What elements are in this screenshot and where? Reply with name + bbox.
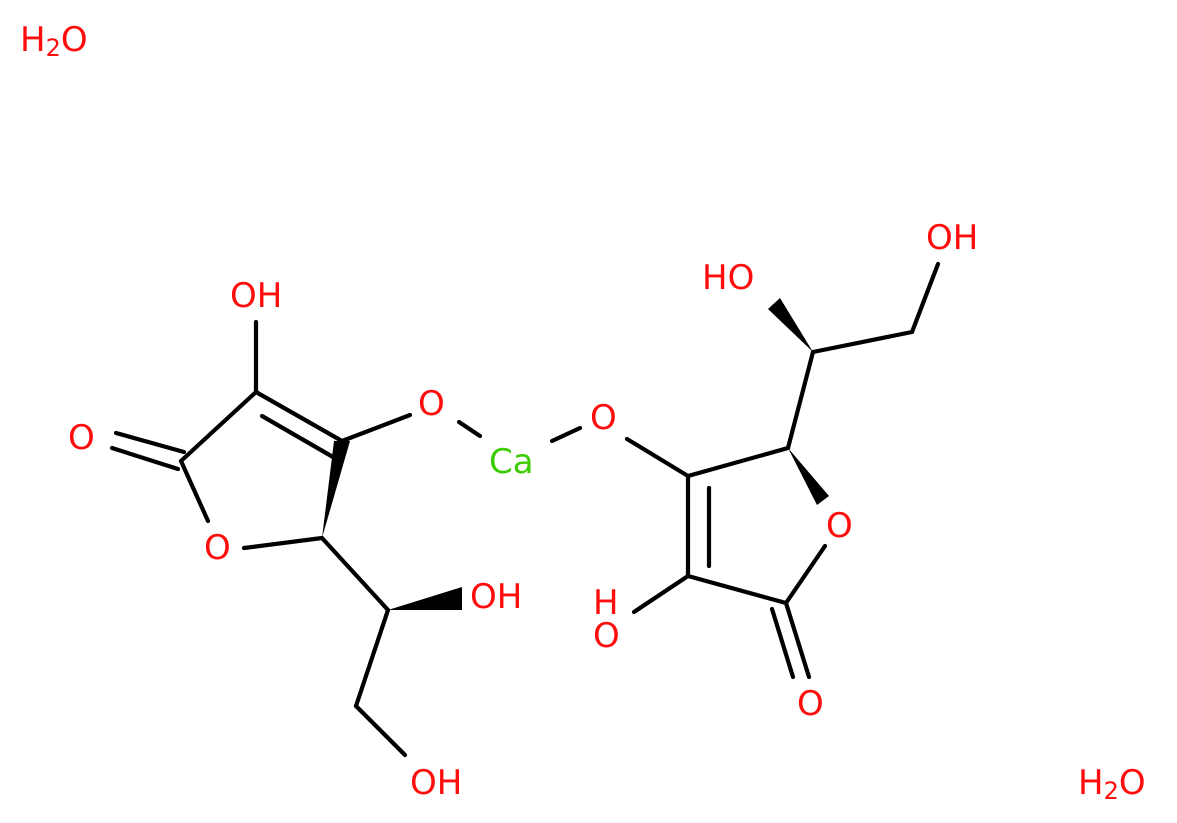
bond-left-c6-oh	[353, 703, 408, 758]
bond-right-carbonyl-2	[769, 606, 796, 680]
left-ring-o-label: O	[204, 528, 231, 568]
bond-left-c1-oring	[178, 458, 211, 524]
bond-right-c3-c4	[685, 445, 791, 479]
right-carbonyl-o-label: O	[797, 684, 824, 724]
bond-right-c4-c5	[785, 349, 816, 451]
bond-left-carbonyl-2	[109, 445, 181, 472]
wedge-right-c4-oring	[788, 448, 829, 505]
left-enol-oh-label: OH	[230, 276, 282, 316]
water-2-label: H2O	[1078, 763, 1146, 805]
calcium-label: Ca	[489, 442, 534, 482]
left-bridge-o-label: O	[418, 384, 445, 424]
bond-left-c5-c6	[353, 607, 391, 709]
right-ascorbate	[624, 261, 941, 680]
right-enol-ho-label-h: H	[593, 583, 619, 623]
bond-left-c4-c5	[319, 535, 391, 613]
left-carbonyl-o-label: O	[68, 418, 95, 458]
right-side-ho-label: HO	[702, 258, 754, 298]
bond-right-c2-c1	[685, 573, 789, 606]
bond-left-c3-obridge	[339, 412, 413, 444]
wedge-left-c4-c3	[322, 441, 350, 538]
bond-right-c6-oh	[909, 261, 941, 335]
bond-right-carbonyl-1	[783, 600, 812, 680]
bond-left-c3-c2-double	[259, 413, 336, 460]
water-1-label: H2O	[20, 20, 88, 62]
bond-ca-right-o	[549, 425, 583, 444]
right-enol-ho-label-o: O	[593, 616, 620, 656]
left-ascorbate	[109, 319, 462, 758]
left-terminal-oh-label: OH	[410, 763, 462, 803]
right-bridge-o-label: O	[590, 398, 617, 438]
wedge-left-c5-oh	[388, 587, 462, 610]
bond-right-c2-ho	[631, 573, 691, 615]
bond-left-oring-c4	[241, 535, 325, 551]
right-ring-o-label: O	[826, 506, 853, 546]
left-side-oh-label: OH	[470, 577, 522, 617]
right-terminal-oh-label: OH	[926, 218, 978, 258]
bond-right-obridge-c3	[624, 436, 691, 479]
bond-left-carbonyl-1	[113, 430, 187, 455]
bond-right-c5-c6	[810, 329, 915, 355]
bond-left-o-ca	[456, 419, 483, 439]
bond-left-c3-c2	[253, 389, 345, 444]
bond-right-c1-oring	[783, 543, 828, 606]
bond-left-c2-c1	[178, 389, 259, 464]
wedge-right-c5-ho	[768, 298, 813, 352]
